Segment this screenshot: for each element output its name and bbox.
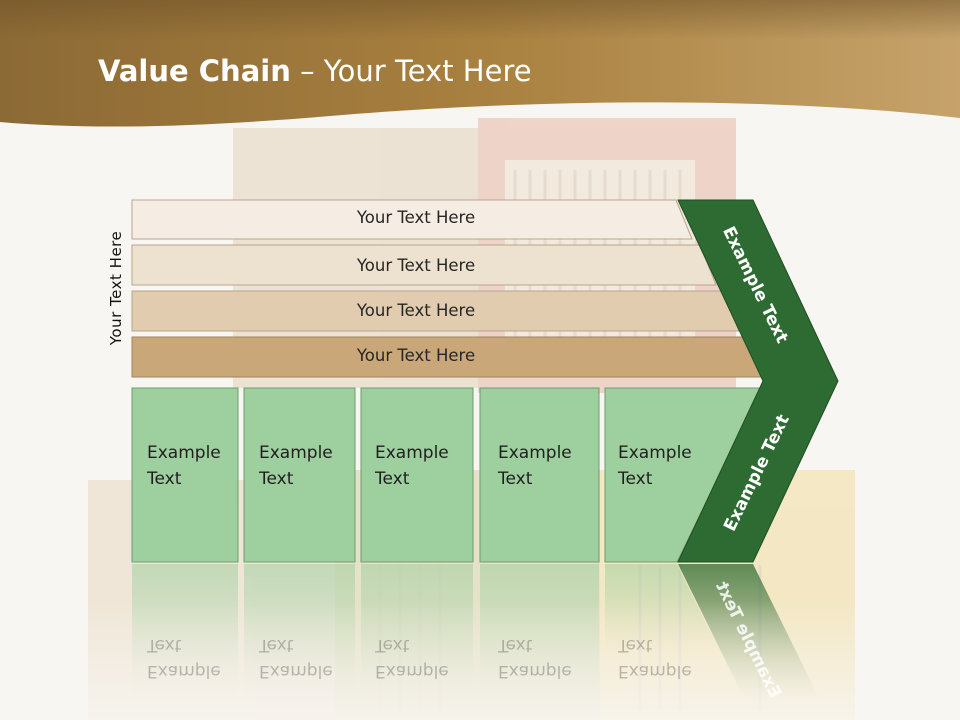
support-row-2-label: Your Text Here: [356, 256, 476, 275]
primary-cell-5: [604, 387, 763, 563]
primary-cell-4: [479, 387, 600, 563]
support-row-1: [131, 199, 693, 240]
primary-cell-1: [131, 387, 239, 563]
title-rest: – Your Text Here: [290, 54, 532, 88]
margin-chevron: [677, 199, 839, 563]
support-row-1-label: Your Text Here: [356, 208, 476, 227]
support-row-3-label: Your Text Here: [356, 301, 476, 320]
support-row-4-label: Your Text Here: [356, 346, 476, 365]
support-row-2: [131, 244, 717, 286]
title-bold: Value Chain: [98, 54, 291, 88]
support-activities-label: Your Text Here: [107, 230, 125, 346]
primary-cell-2: [243, 387, 356, 563]
slide-title: Value Chain – Your Text Here: [98, 54, 532, 88]
primary-cell-3: [360, 387, 474, 563]
